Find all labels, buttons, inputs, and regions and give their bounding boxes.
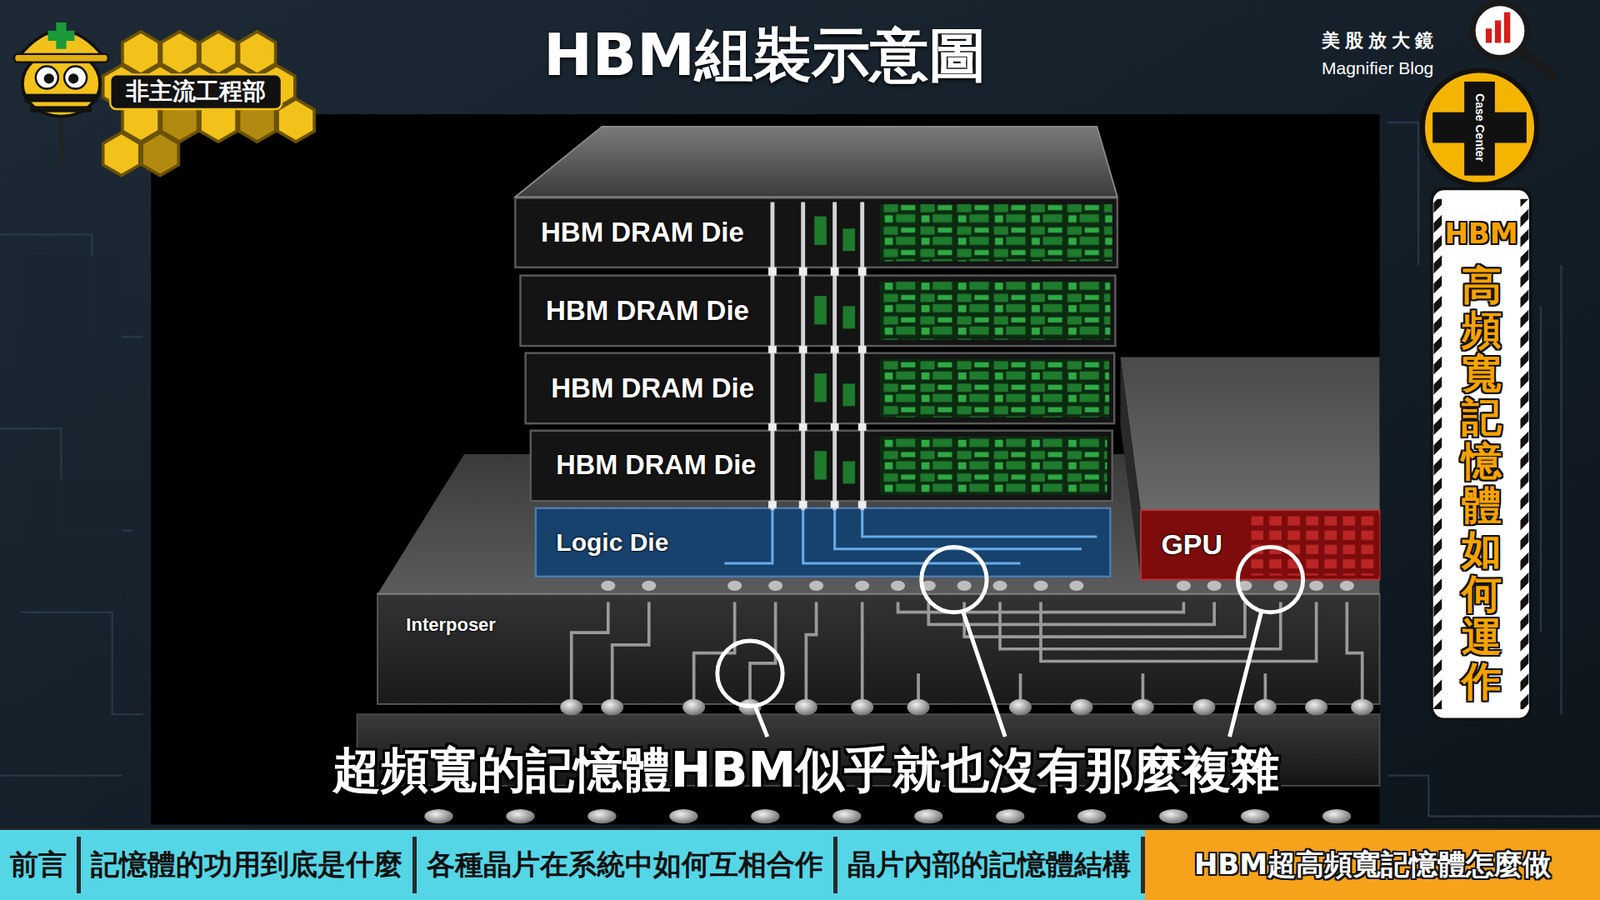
gpu-die: GPU [1140,510,1380,580]
dram-die: HBM DRAM Die [515,198,1117,268]
dram-die: HBM DRAM Die [520,275,1115,346]
die-label: HBM DRAM Die [550,372,755,405]
die-label: HBM DRAM Die [545,295,750,327]
chapter-separator [412,836,417,894]
chapter-separator [76,836,81,894]
die-label: GPU [1160,528,1222,561]
banner-heading: HBM [1440,216,1523,250]
die-label: HBM DRAM Die [555,450,756,481]
chapter-bar: 前言記憶體的功用到底是什麼各種晶片在系統中如何互相合作晶片內部的記憶體結構HBM… [0,828,1600,900]
dram-die: HBM DRAM Die [530,430,1113,501]
brand-name: 美股放大鏡 [1321,28,1439,54]
die-label: Interposer [405,614,496,636]
chapter-tab-active: HBM超高頻寬記憶體怎麼做 [1145,830,1600,900]
chapter-tab: 記憶體的功用到底是什麼 [80,830,413,900]
logic-die: Logic Die [535,508,1110,577]
chapter-tab: 前言 [0,830,77,900]
dram-die: HBM DRAM Die [525,353,1115,424]
logo-text: 非主流工程部 [110,74,282,110]
die-label: HBM DRAM Die [540,216,745,249]
chapter-separator [833,836,838,894]
chapter-tab: 各種晶片在系統中如何互相合作 [416,830,834,900]
badge-text: Case Center [1473,93,1487,162]
interposer: Interposer [377,594,1380,705]
brand-subtitle: Magnifier Blog [1321,58,1434,79]
chapter-tab: 晶片內部的記憶體結構 [837,830,1141,900]
subtitle-text: 超頻寬的記憶體HBM似乎就也沒有那麼複雜 [332,738,1280,804]
die-label: Logic Die [555,528,669,557]
banner-vertical-text: 高頻寬記憶體如何運作 [1461,263,1502,704]
